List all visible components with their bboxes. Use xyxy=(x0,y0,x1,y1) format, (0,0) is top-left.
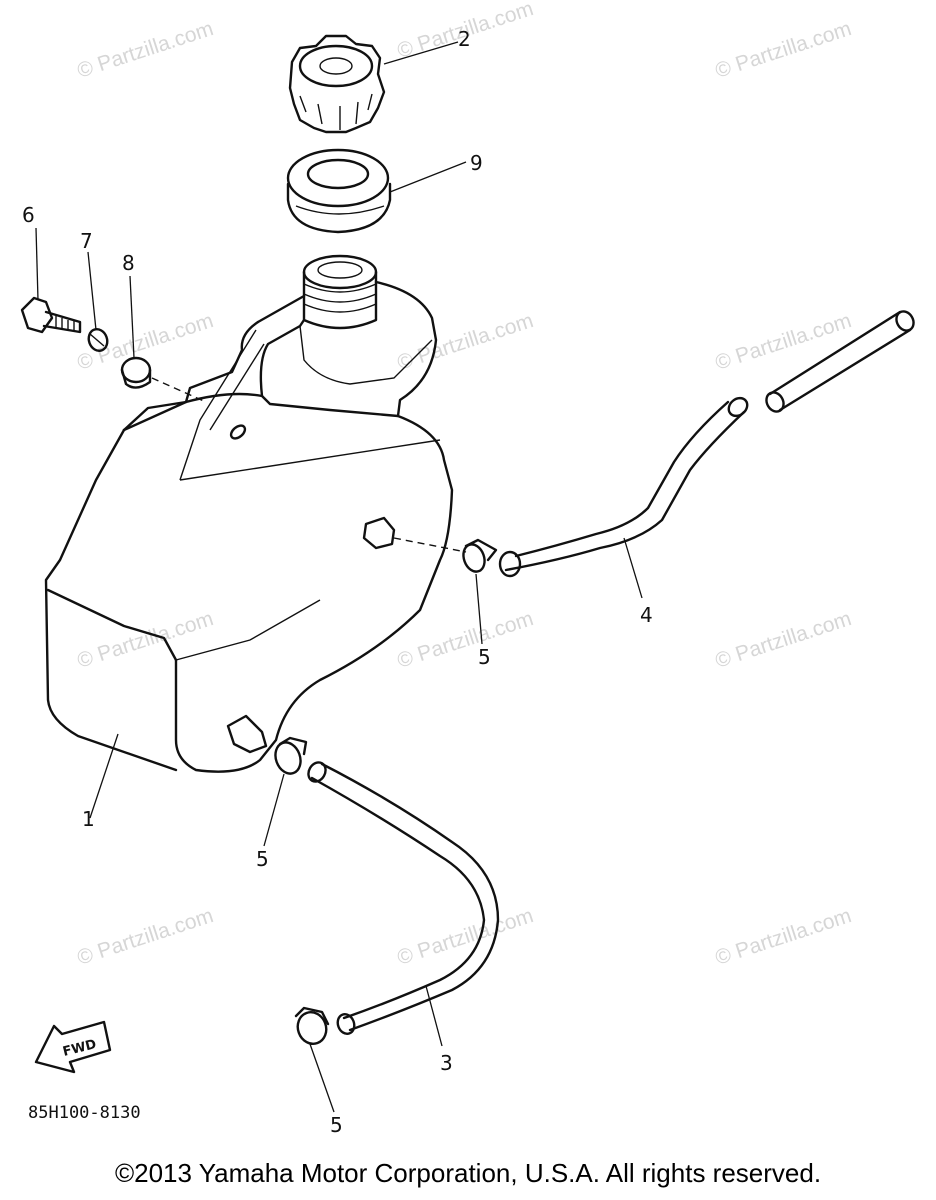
watermark: © Partzilla.com xyxy=(74,607,216,673)
callout-5: 5 xyxy=(478,645,491,669)
callout-6: 6 xyxy=(22,203,35,227)
collar[interactable] xyxy=(86,327,110,354)
fwd-arrow-icon: FWD xyxy=(34,1020,112,1074)
cap-gasket[interactable] xyxy=(286,148,392,234)
watermark: © Partzilla.com xyxy=(712,309,854,375)
watermark: © Partzilla.com xyxy=(74,17,216,83)
grommet[interactable] xyxy=(120,356,152,389)
assembly-lines xyxy=(151,377,467,553)
watermark: © Partzilla.com xyxy=(74,904,216,970)
callout-5: 5 xyxy=(256,847,269,871)
hose-clamp[interactable] xyxy=(271,736,308,777)
leader-lines xyxy=(35,41,643,1113)
fuel-cap[interactable] xyxy=(288,34,386,134)
watermark: © Partzilla.com xyxy=(712,17,854,83)
callout-4: 4 xyxy=(640,603,653,627)
callout-3: 3 xyxy=(440,1051,453,1075)
mounting-bolt[interactable] xyxy=(20,296,82,334)
hose-clamp[interactable] xyxy=(460,538,498,575)
callout-9: 9 xyxy=(470,151,483,175)
watermark-layer: © Partzilla.com © Partzilla.com © Partzi… xyxy=(74,0,854,970)
watermark: © Partzilla.com xyxy=(74,309,216,375)
callout-1: 1 xyxy=(82,807,95,831)
callout-7: 7 xyxy=(80,229,93,253)
fuel-tank[interactable] xyxy=(44,254,454,773)
callout-2: 2 xyxy=(458,27,471,51)
callout-5: 5 xyxy=(330,1113,343,1137)
copyright-notice: ©2013 Yamaha Motor Corporation, U.S.A. A… xyxy=(114,1158,822,1188)
watermark: © Partzilla.com xyxy=(712,607,854,673)
hose-clamp[interactable] xyxy=(293,1006,330,1048)
vent-hose[interactable] xyxy=(498,308,917,578)
callout-labels: 2 9 6 7 8 4 5 1 5 3 5 xyxy=(22,27,653,1137)
callout-8: 8 xyxy=(122,251,135,275)
watermark: © Partzilla.com xyxy=(394,309,536,375)
watermark: © Partzilla.com xyxy=(394,607,536,673)
watermark: © Partzilla.com xyxy=(394,904,536,970)
diagram-code: 85H100-8130 xyxy=(28,1103,141,1123)
watermark: © Partzilla.com xyxy=(712,904,854,970)
fuel-hose[interactable] xyxy=(305,759,500,1036)
